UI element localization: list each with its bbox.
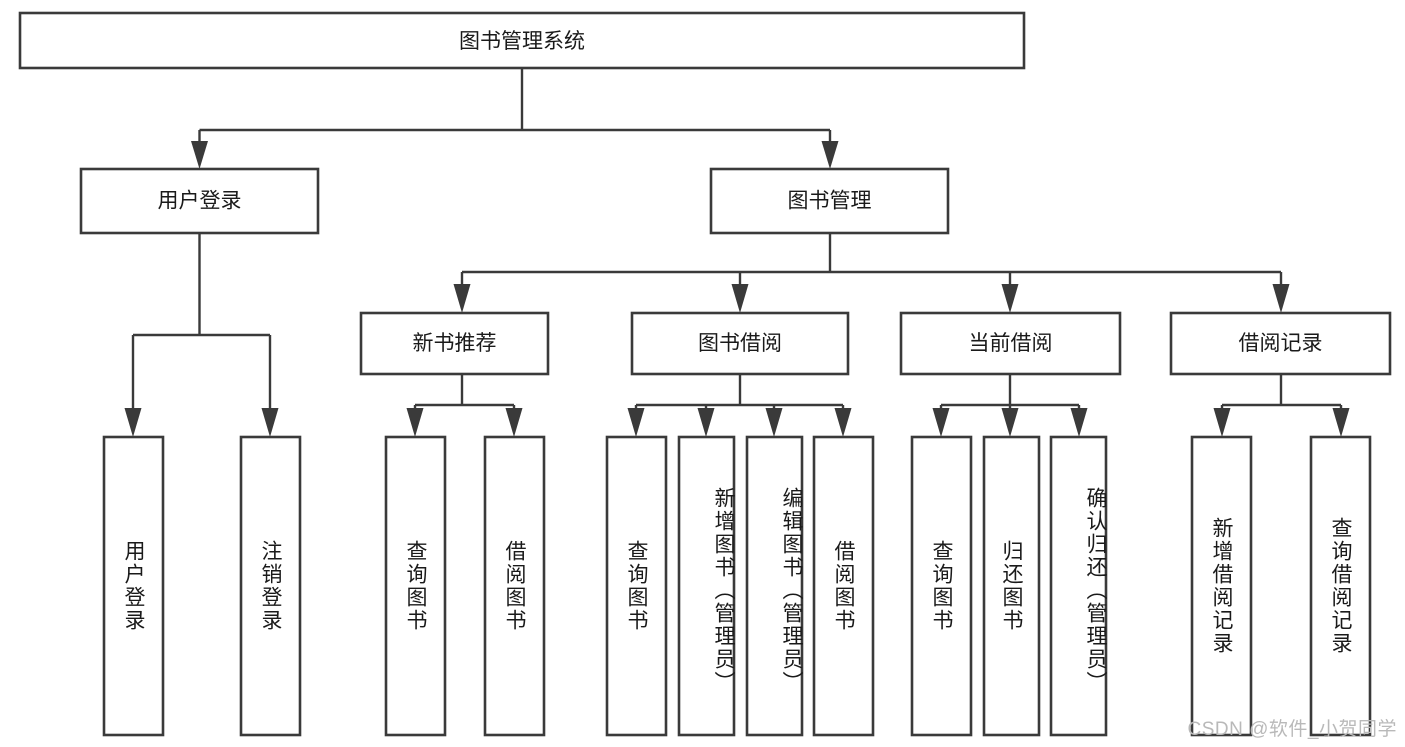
arrow-head-new-book <box>453 284 471 313</box>
node-leaf-logout[interactable] <box>239 435 302 737</box>
node-root-system[interactable] <box>18 11 1026 70</box>
node-leaf-borrow-book-nb[interactable] <box>483 435 546 737</box>
node-leaf-query-book-nb[interactable] <box>384 435 447 737</box>
arrow-head-borrow-record <box>1272 284 1290 313</box>
node-current-borrow-label: 当前借阅 <box>969 332 1053 355</box>
node-leaf-query-borrow-record[interactable] <box>1309 435 1372 737</box>
arrow-head-leaf-br-1 <box>1213 408 1231 437</box>
node-leaf-query-book-bb[interactable] <box>605 435 668 737</box>
arrow-head-leaf-cb-1 <box>932 408 950 437</box>
node-borrow-record-label: 借阅记录 <box>1239 332 1323 355</box>
arrow-head-book-manage <box>821 141 839 169</box>
csdn-watermark: CSDN @软件_小贺同学 <box>1187 719 1397 740</box>
node-book-manage[interactable] <box>709 167 950 235</box>
arrow-head-leaf-bb-4 <box>834 408 852 437</box>
node-borrow-record[interactable] <box>1169 311 1392 376</box>
node-leaf-borrow-book-bb[interactable] <box>812 435 875 737</box>
node-leaf-query-book-cb[interactable] <box>910 435 973 737</box>
connector-group-bookborrow-to-leaves <box>627 374 852 437</box>
arrow-head-user-login <box>191 141 208 169</box>
node-new-book-recommend-label: 新书推荐 <box>413 332 497 355</box>
node-leaf-user-login[interactable] <box>102 435 165 737</box>
arrow-head-leaf-bb-2 <box>697 408 715 437</box>
arrow-head-leaf-user-login <box>124 408 142 437</box>
node-leaf-add-borrow-record[interactable] <box>1190 435 1253 737</box>
node-leaf-add-book[interactable] <box>677 435 736 737</box>
node-leaf-return-book[interactable] <box>982 435 1041 737</box>
arrow-head-leaf-bb-3 <box>765 408 783 437</box>
connector-group-booksmanage-to-level3 <box>453 233 1290 313</box>
node-leaf-confirm-return[interactable] <box>1049 435 1108 737</box>
node-user-login-label: 用户登录 <box>158 190 242 213</box>
arrow-head-leaf-bb-1 <box>627 408 645 437</box>
arrow-head-leaf-br-2 <box>1332 408 1350 437</box>
connector-group-newbook-to-leaves <box>406 374 523 437</box>
connector-group-userlogin-to-leaves <box>124 233 279 437</box>
node-leaf-edit-book[interactable] <box>745 435 804 737</box>
connector-group-root-to-level2 <box>191 68 839 169</box>
node-book-borrow[interactable] <box>630 311 850 376</box>
node-root-system-label: 图书管理系统 <box>459 30 585 53</box>
node-user-login[interactable] <box>79 167 320 235</box>
arrow-head-book-borrow <box>731 284 749 313</box>
node-book-manage-label: 图书管理 <box>788 190 872 213</box>
arrow-head-leaf-cb-3 <box>1070 408 1088 437</box>
node-current-borrow[interactable] <box>899 311 1122 376</box>
arrow-head-leaf-nb-2 <box>505 408 523 437</box>
node-new-book-recommend[interactable] <box>359 311 550 376</box>
arrow-head-leaf-cb-2 <box>1001 408 1019 437</box>
arrow-head-leaf-nb-1 <box>406 408 424 437</box>
connector-group-currentborrow-to-leaves <box>932 374 1088 437</box>
connector-group-borrowrecord-to-leaves <box>1213 374 1350 437</box>
node-book-borrow-label: 图书借阅 <box>698 332 782 355</box>
arrow-head-current-borrow <box>1001 284 1019 313</box>
arrow-head-leaf-logout <box>261 408 279 437</box>
